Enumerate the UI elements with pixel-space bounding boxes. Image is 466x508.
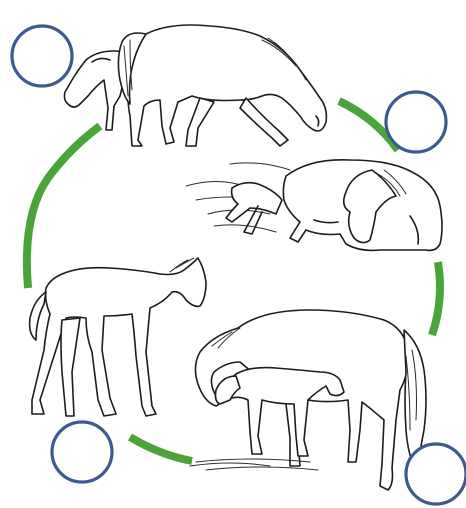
cycle-arc-right xyxy=(432,262,440,335)
cycle-arc-bottom xyxy=(130,437,192,461)
stage-marker-4[interactable] xyxy=(52,422,112,482)
cycle-arc-left xyxy=(27,126,100,288)
mare-lying-with-newborn-foal-icon xyxy=(186,160,442,251)
mare-nursing-foal-icon xyxy=(190,310,426,490)
stage-marker-1[interactable] xyxy=(12,26,72,86)
stage-marker-3[interactable] xyxy=(406,444,466,504)
grazing-horses-icon xyxy=(64,25,326,146)
stage-marker-2[interactable] xyxy=(386,92,446,152)
standing-foal-icon xyxy=(30,258,206,416)
